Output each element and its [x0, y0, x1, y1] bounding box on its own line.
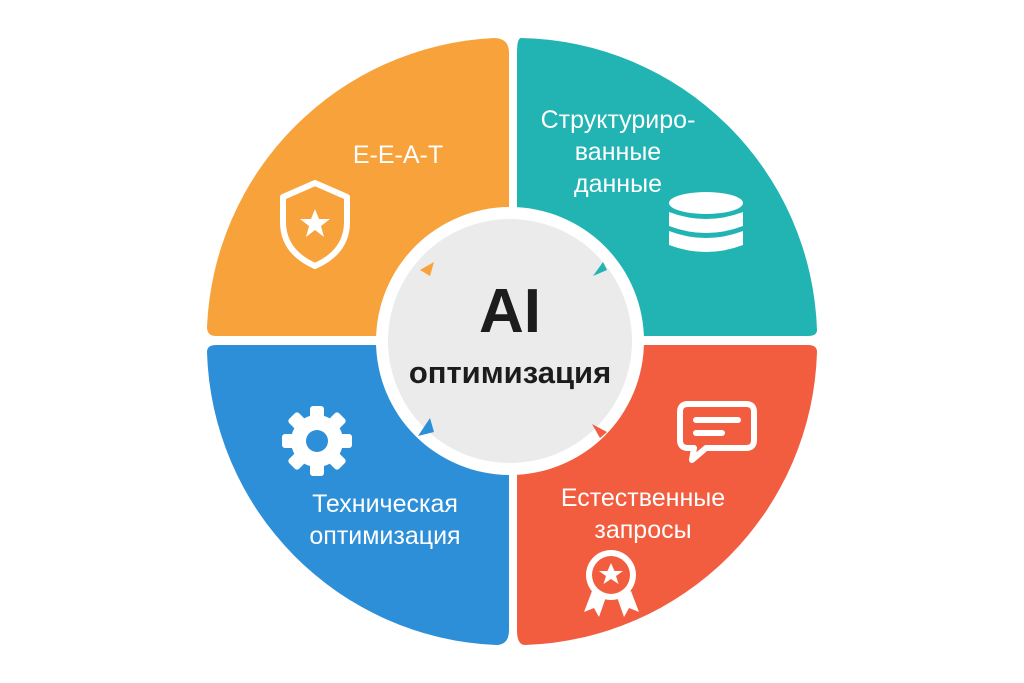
- natural-queries-label-line-1: Естественные: [561, 484, 725, 512]
- structured-data-label-line-1: Структуриро-: [541, 106, 696, 134]
- shield-star-icon: [280, 180, 350, 269]
- gear-icon: [282, 406, 352, 476]
- arrow-top-left-icon: [420, 262, 434, 276]
- arrow-bottom-right-icon: [592, 424, 607, 438]
- award-medal-icon: [584, 550, 639, 617]
- natural-queries-label-line-2: запросы: [594, 516, 691, 544]
- chat-bubble-icon: [677, 401, 757, 463]
- structured-data-label-line-2: ванные: [575, 138, 661, 166]
- center-title: AI: [479, 277, 541, 346]
- database-icon: [669, 192, 743, 252]
- center-subtitle: оптимизация: [409, 355, 611, 390]
- technical-label-line-1: Техническая: [312, 490, 458, 518]
- technical-label-line-2: оптимизация: [309, 522, 460, 550]
- structured-data-label-line-3: данные: [574, 170, 662, 198]
- eeat-label: E-E-A-T: [353, 141, 443, 169]
- center-circle: [388, 219, 632, 463]
- arrow-top-right-icon: [593, 262, 607, 276]
- arrow-bottom-left-icon: [418, 418, 434, 436]
